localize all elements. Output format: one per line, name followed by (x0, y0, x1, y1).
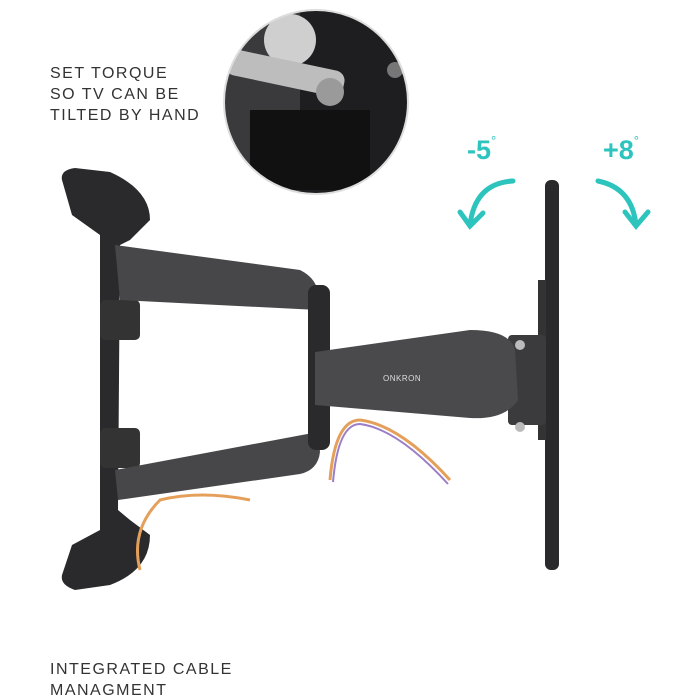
arrowhead-left-icon (457, 209, 486, 230)
tilt-down-label: -5° (467, 133, 497, 166)
arrow-down-left-icon (467, 178, 516, 228)
caption-line: SO TV CAN BE (50, 86, 180, 103)
brand-logo: ONKRON (383, 374, 422, 383)
torque-caption: SET TORQUE SO TV CAN BE TILTED BY HAND (50, 63, 200, 126)
arrowhead-right-icon (622, 209, 651, 230)
extension-arm (315, 330, 518, 419)
tilt-up-value: +8 (603, 135, 634, 165)
tilt-arrows (457, 178, 651, 230)
caption-line: INTEGRATED CABLE (50, 661, 233, 678)
cable (136, 418, 452, 571)
tilt-up-label: +8° (603, 133, 639, 166)
lower-arm (115, 432, 320, 500)
tilt-bracket (508, 335, 546, 425)
upper-arm (115, 245, 319, 310)
caption-line: TILTED BY HAND (50, 107, 201, 124)
caption-line: MANAGMENT (50, 682, 168, 699)
tv-plate (545, 180, 559, 570)
cable-caption: INTEGRATED CABLE MANAGMENT (50, 659, 233, 700)
tilt-down-value: -5 (467, 135, 492, 165)
caption-line: SET TORQUE (50, 65, 169, 82)
degree-sign: ° (491, 133, 497, 148)
degree-sign: ° (633, 133, 639, 148)
wall-plate (61, 168, 150, 590)
arrow-down-right-icon (595, 178, 639, 228)
